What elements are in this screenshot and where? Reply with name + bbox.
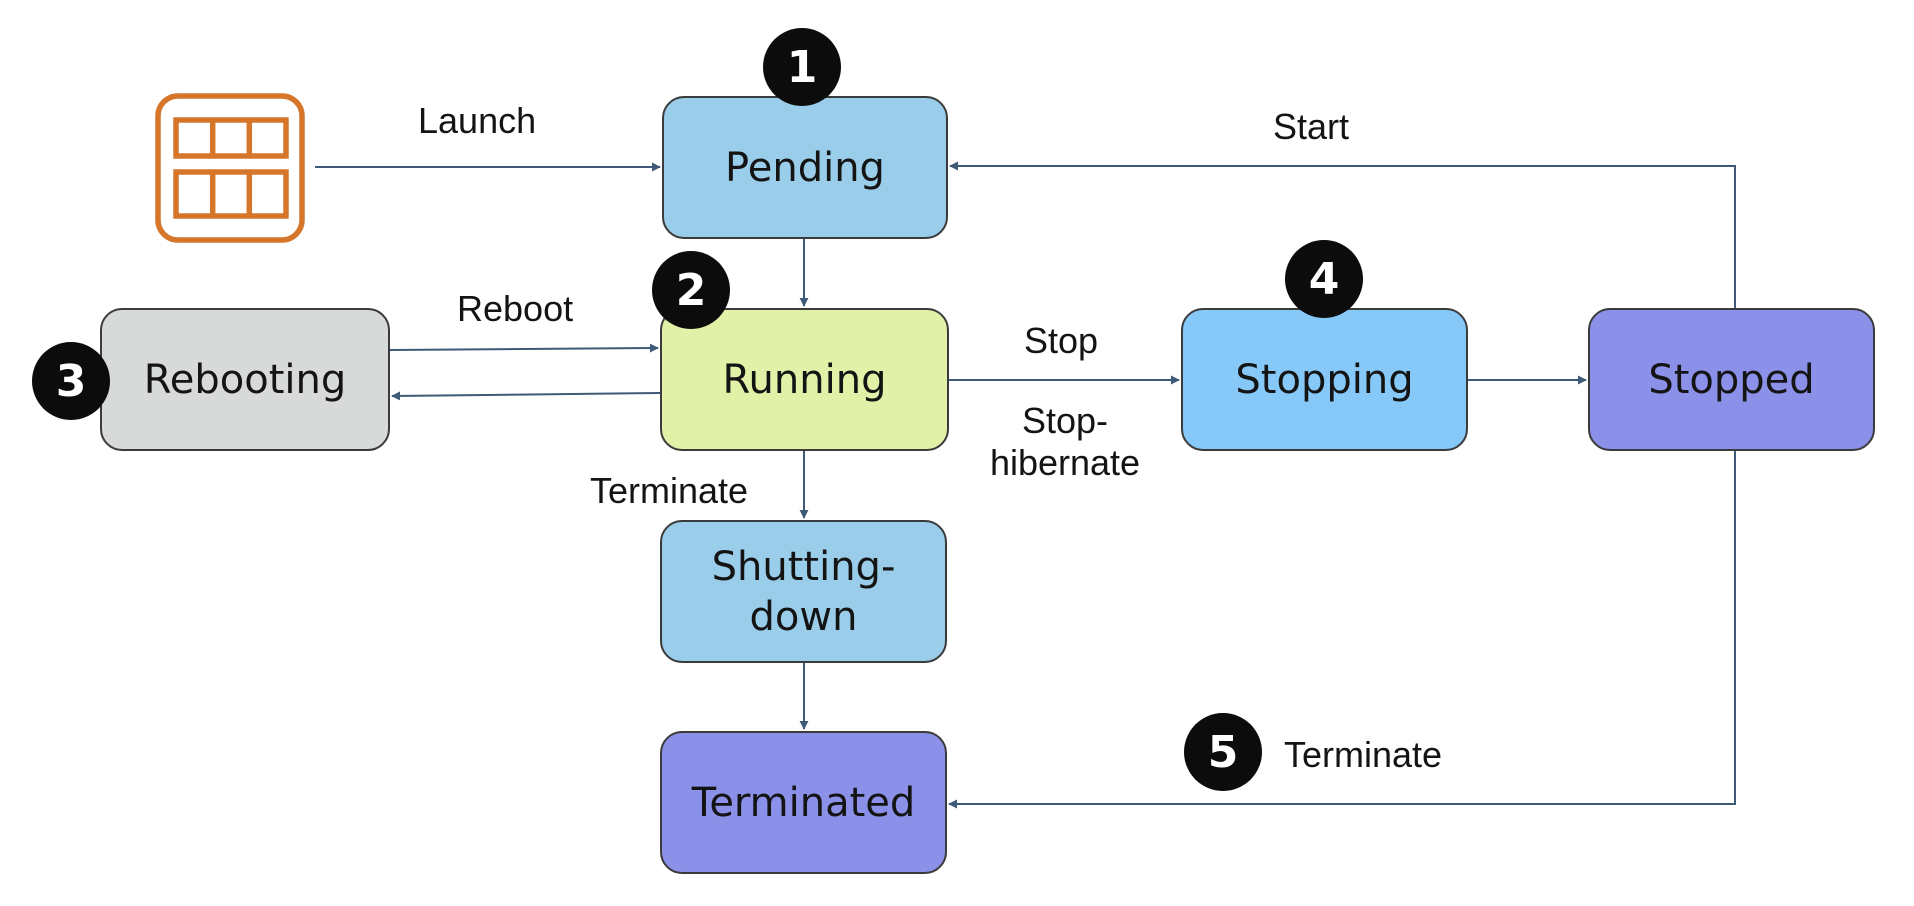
step-badge-4: 4 xyxy=(1285,240,1363,318)
transition-label-terminate-running: Terminate xyxy=(590,470,749,511)
step-badge-2: 2 xyxy=(652,251,730,329)
instance-icon xyxy=(155,93,305,243)
transition-label-launch: Launch xyxy=(418,100,537,141)
transition-label-stop: Stop xyxy=(1024,320,1099,361)
state-stopped: Stopped xyxy=(1588,308,1875,451)
state-rebooting: Rebooting xyxy=(100,308,390,451)
transition-label-terminate-stopped: Terminate xyxy=(1284,734,1443,775)
step-badge-5: 5 xyxy=(1184,713,1262,791)
state-pending: Pending xyxy=(662,96,948,239)
state-running: Running xyxy=(660,308,949,451)
state-shutting-down: Shutting- down xyxy=(660,520,947,663)
transition-label-stop-hibernate: Stop- hibernate xyxy=(989,400,1141,483)
state-terminated: Terminated xyxy=(660,731,947,874)
rebooting-to-running-arrow xyxy=(391,391,661,401)
step-badge-3: 3 xyxy=(32,342,110,420)
step-badge-1: 1 xyxy=(763,28,841,106)
transition-label-reboot: Reboot xyxy=(457,288,574,329)
start-arrow xyxy=(949,161,1736,308)
stopped-terminate-arrow xyxy=(948,451,1736,809)
reboot-arrow xyxy=(389,343,659,353)
state-stopping: Stopping xyxy=(1181,308,1468,451)
transition-label-start: Start xyxy=(1273,106,1350,147)
